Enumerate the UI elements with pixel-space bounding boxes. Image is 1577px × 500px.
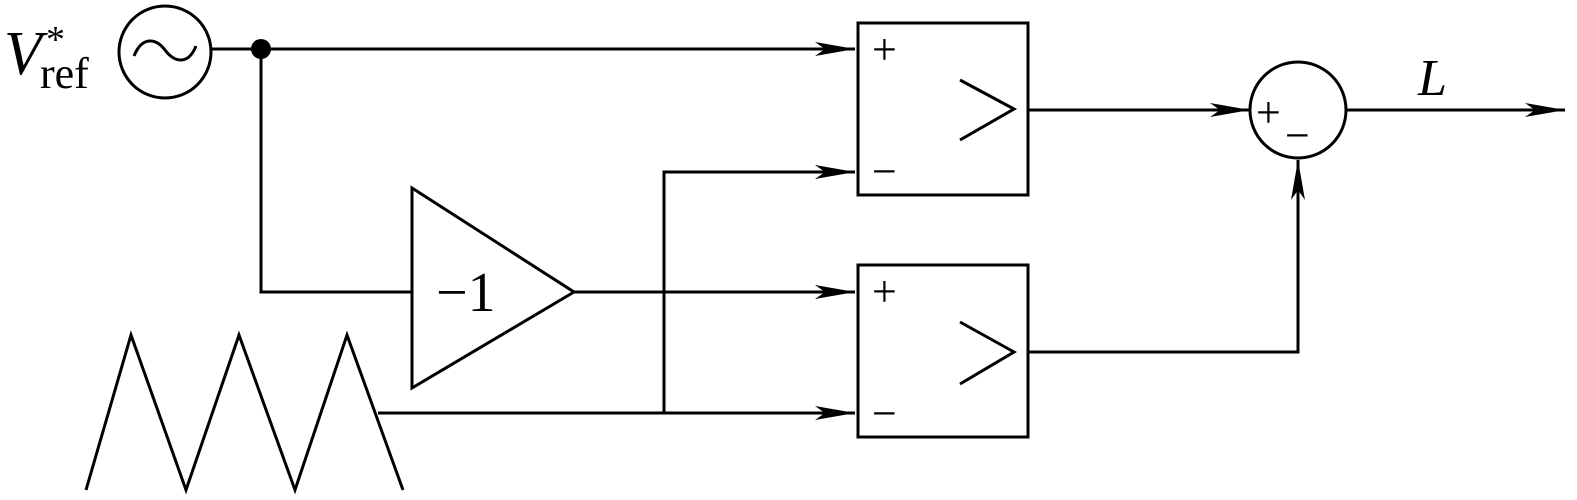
sine-source-icon — [117, 4, 213, 100]
comparator-top-symbol — [959, 78, 1018, 142]
triangle-carrier-icon — [84, 330, 405, 495]
vref-superscript: * — [46, 19, 65, 61]
wire-carrier-to-top-minus — [662, 165, 855, 413]
summer-minus: − — [1285, 111, 1310, 160]
comparator-bottom-symbol — [959, 320, 1018, 386]
comparator-top: + − — [856, 21, 1030, 197]
vref-label: V * ref — [4, 19, 89, 98]
wire-bottom-to-summer — [1028, 160, 1305, 354]
wire-vref-to-inverter — [259, 49, 412, 294]
inverter-gain-block: −1 — [410, 185, 577, 391]
comparator-top-plus: + — [872, 25, 897, 74]
wires — [211, 42, 1565, 420]
vref-symbol: V — [4, 20, 48, 88]
summing-junction: + − — [1248, 60, 1348, 160]
output-label: L — [1417, 50, 1447, 107]
comparator-bottom-minus: − — [872, 389, 897, 438]
comparator-top-minus: − — [872, 147, 897, 196]
inverter-gain-label: −1 — [436, 262, 496, 324]
vref-subscript: ref — [40, 49, 89, 98]
comparator-bottom-plus: + — [872, 267, 897, 316]
junction-dot — [251, 39, 271, 59]
summer-plus: + — [1256, 88, 1281, 137]
comparator-bottom: + − — [856, 263, 1030, 439]
